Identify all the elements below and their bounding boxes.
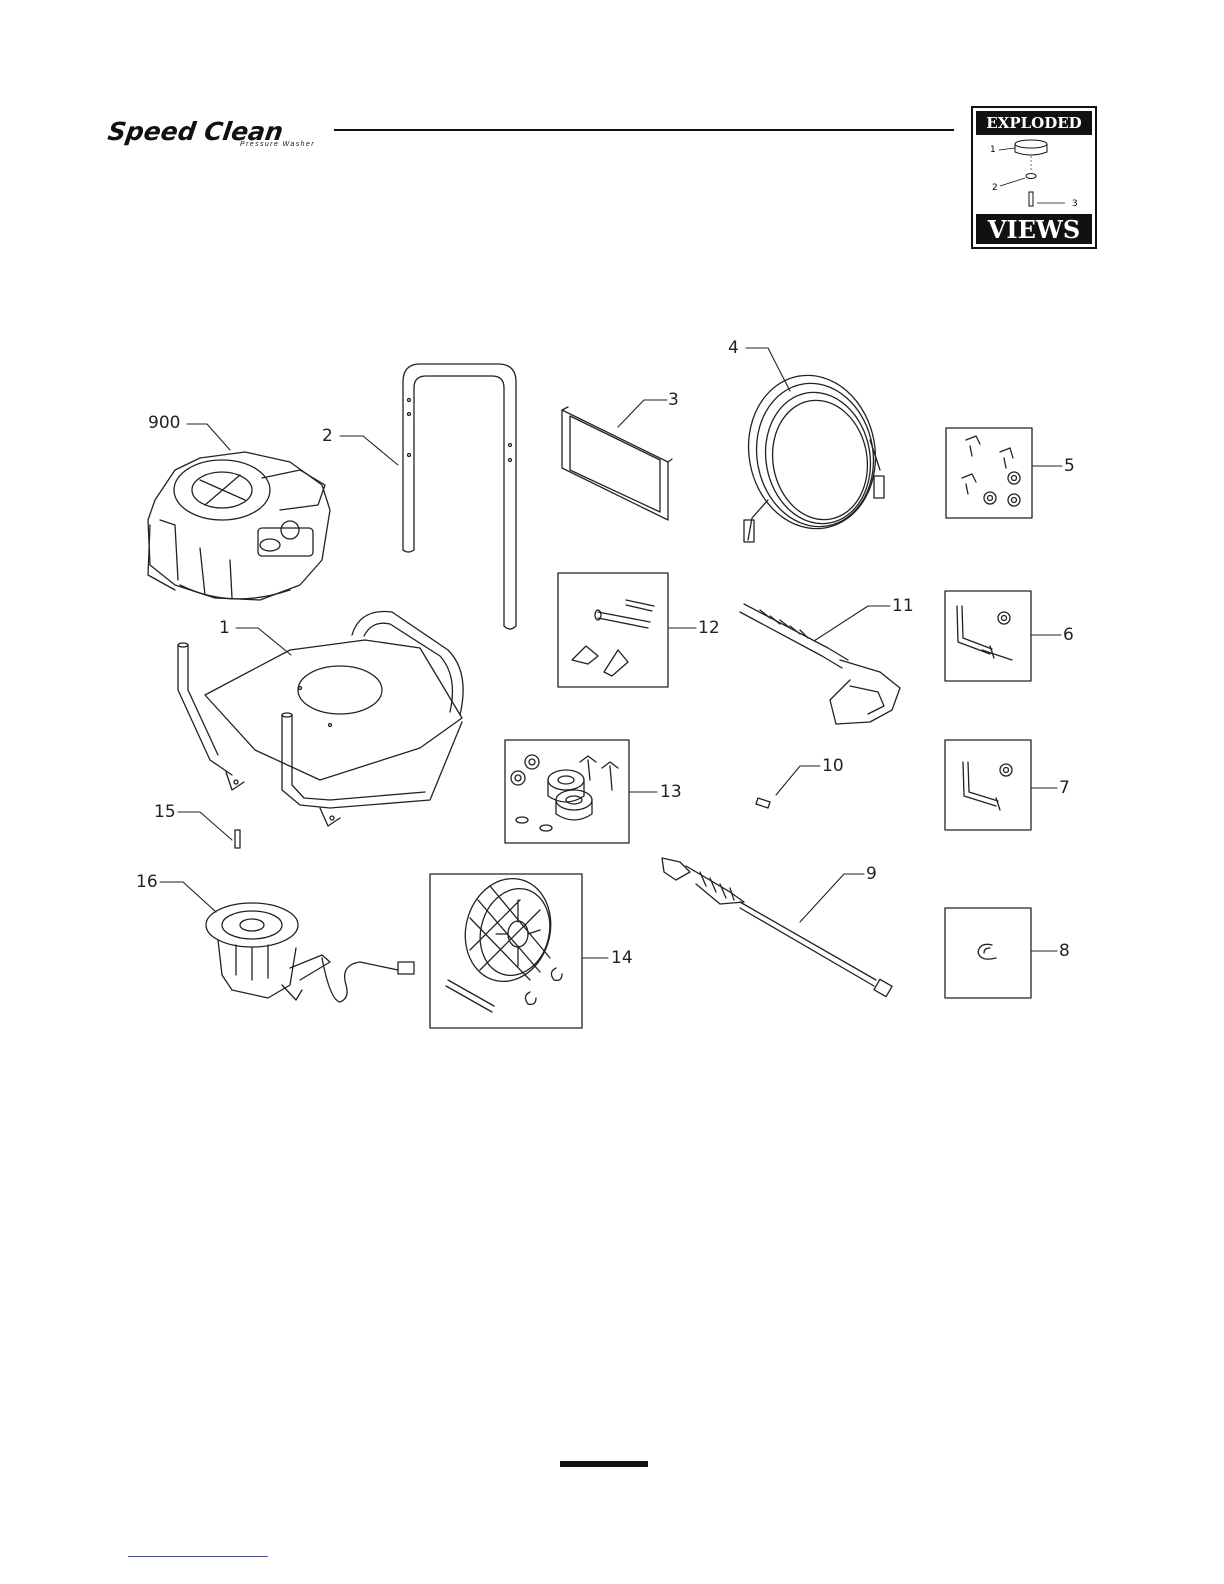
clip-kit-part bbox=[945, 908, 1031, 998]
engine-part bbox=[148, 452, 330, 600]
callout-wheel-kit: 14 bbox=[611, 949, 633, 967]
hardware-kit-6-part bbox=[945, 591, 1031, 681]
hardware-kit-5-part bbox=[946, 428, 1032, 518]
callout-spray-gun: 11 bbox=[892, 597, 914, 615]
callout-leader-lines bbox=[160, 348, 1062, 958]
callout-engine: 900 bbox=[148, 414, 180, 432]
callout-hose: 4 bbox=[728, 339, 739, 357]
callout-pump: 16 bbox=[136, 873, 158, 891]
callout-handle: 2 bbox=[322, 427, 333, 445]
footer-link-underline[interactable] bbox=[128, 1556, 268, 1557]
callout-pin: 15 bbox=[154, 803, 176, 821]
wheel-kit-part bbox=[430, 869, 582, 1028]
spray-gun-part bbox=[740, 604, 900, 724]
callout-panel: 3 bbox=[668, 391, 679, 409]
footer-bar bbox=[560, 1461, 648, 1467]
hose-part bbox=[737, 365, 888, 542]
callout-clip-kit: 8 bbox=[1059, 942, 1070, 960]
handle-part bbox=[403, 364, 516, 629]
lance-part bbox=[662, 858, 892, 997]
callout-nozzle: 10 bbox=[822, 757, 844, 775]
pump-part bbox=[206, 903, 414, 1002]
panel-part bbox=[562, 407, 672, 520]
handle-bolts-kit-part bbox=[558, 573, 668, 687]
frame-part bbox=[178, 611, 463, 826]
callout-hardware-kit-5: 5 bbox=[1064, 457, 1075, 475]
hardware-kit-7-part bbox=[945, 740, 1031, 830]
callout-hardware-kit-7: 7 bbox=[1059, 779, 1070, 797]
nozzle-part bbox=[756, 798, 770, 808]
callout-frame: 1 bbox=[219, 619, 230, 637]
callout-feet-kit: 13 bbox=[660, 783, 682, 801]
callout-lance: 9 bbox=[866, 865, 877, 883]
callout-hardware-kit-6: 6 bbox=[1063, 626, 1074, 644]
pin-part bbox=[235, 830, 240, 848]
callout-handle-bolts: 12 bbox=[698, 619, 720, 637]
feet-kit-part bbox=[505, 740, 629, 843]
